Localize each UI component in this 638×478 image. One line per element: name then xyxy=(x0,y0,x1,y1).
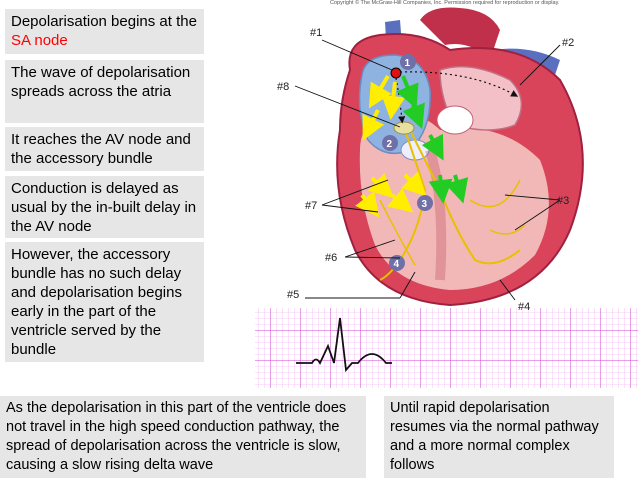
step-delta-wave: As the depolarisation in this part of th… xyxy=(0,396,366,478)
step-conduction-delay-text: Conduction is delayed as usual by the in… xyxy=(11,180,197,235)
step-sa-node: Depolarisation begins at the SA node xyxy=(5,9,204,54)
step-normal-complex-text: Until rapid depolarisation resumes via t… xyxy=(390,400,599,473)
step-accessory-bundle-text: However, the accessory bundle has no suc… xyxy=(11,246,182,358)
marker-2: 2 xyxy=(387,139,393,150)
step-conduction-delay: Conduction is delayed as usual by the in… xyxy=(5,176,204,238)
heart-illustration xyxy=(336,7,584,307)
step-av-node-text: It reaches the AV node and the accessory… xyxy=(11,131,191,167)
step-delta-wave-text: As the depolarisation in this part of th… xyxy=(6,400,347,473)
leader-lines xyxy=(294,39,561,301)
label-6: #6 xyxy=(325,252,337,264)
step-accessory-bundle: However, the accessory bundle has no suc… xyxy=(5,242,204,362)
label-7: #7 xyxy=(305,200,317,212)
label-3: #3 xyxy=(557,195,569,207)
marker-3: 3 xyxy=(422,199,428,210)
step-av-node: It reaches the AV node and the accessory… xyxy=(5,127,204,171)
step-normal-complex: Until rapid depolarisation resumes via t… xyxy=(384,396,614,478)
marker-1: 1 xyxy=(405,58,411,69)
label-1: #1 xyxy=(310,27,322,39)
step-atria-spread-text: The wave of depolarisation spreads acros… xyxy=(11,64,191,100)
label-5: #5 xyxy=(287,289,299,301)
marker-4: 4 xyxy=(394,259,400,270)
label-2: #2 xyxy=(562,37,574,49)
copyright-notice: Copyright © The McGraw-Hill Companies, I… xyxy=(330,0,560,6)
label-8: #8 xyxy=(277,81,289,93)
step-sa-node-text: Depolarisation begins at the xyxy=(11,13,197,30)
step-atria-spread: The wave of depolarisation spreads acros… xyxy=(5,60,204,123)
step-markers xyxy=(382,54,433,271)
green-accessory-arrows xyxy=(396,75,469,204)
yellow-wave-arrows xyxy=(355,74,427,218)
sa-node-highlight: SA node xyxy=(11,32,68,49)
ecg-trace xyxy=(296,317,392,373)
av-node xyxy=(393,121,415,135)
label-4: #4 xyxy=(518,301,530,313)
sa-node-dot xyxy=(390,67,402,79)
ecg-strip xyxy=(255,308,638,388)
